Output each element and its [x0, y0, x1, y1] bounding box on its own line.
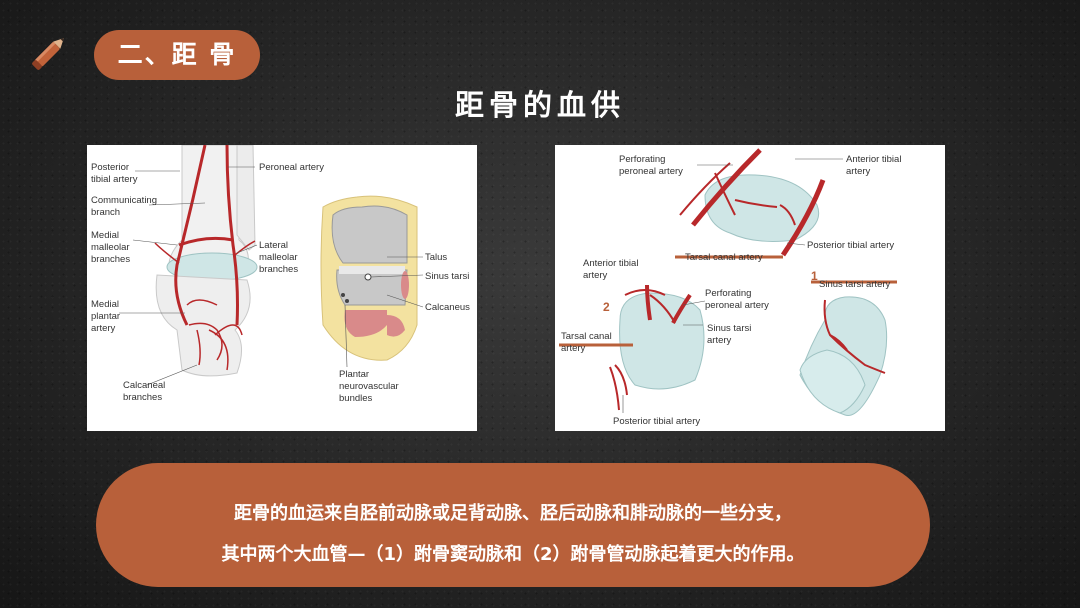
label-medial-plantar: Medial [91, 299, 119, 310]
label-posterior-tibial-bottom: Posterior tibial artery [613, 416, 700, 427]
svg-text:artery: artery [707, 335, 732, 346]
section-badge: 二、距 骨 [94, 30, 260, 80]
label-sinus-tarsi-mid: Sinus tarsi [707, 323, 751, 334]
page-title: 距骨的血供 [0, 82, 1080, 124]
svg-text:plantar: plantar [91, 311, 120, 322]
svg-text:tibial artery: tibial artery [91, 174, 138, 185]
description-line-2: 其中两个大血管—（1）跗骨窦动脉和（2）跗骨管动脉起着更大的作用。 [96, 540, 930, 566]
label-posterior-tibial-top: Posterior tibial artery [807, 240, 894, 251]
svg-text:branches: branches [259, 264, 298, 275]
description-box: 距骨的血运来自胫前动脉或足背动脉、胫后动脉和腓动脉的一些分支， 其中两个大血管—… [96, 463, 930, 587]
svg-text:peroneal artery: peroneal artery [619, 166, 683, 177]
label-talus: Talus [425, 252, 447, 263]
label-tarsal-canal-artery-top: Tarsal canal artery [685, 252, 763, 263]
label-sinus-tarsi-artery: Sinus tarsi artery [819, 279, 891, 290]
label-perforating-peroneal-mid: Perforating [705, 288, 751, 299]
svg-text:peroneal artery: peroneal artery [705, 300, 769, 311]
label-anterior-tibial-top: Anterior tibial [846, 154, 901, 165]
label-calcaneal: Calcaneal [123, 380, 165, 391]
label-lateral-malleolar: Lateral [259, 240, 288, 251]
label-calcaneus: Calcaneus [425, 302, 470, 313]
label-medial-malleolar: Medial [91, 230, 119, 241]
label-sinus-tarsi: Sinus tarsi [425, 271, 469, 282]
svg-text:branches: branches [123, 392, 162, 403]
svg-text:malleolar: malleolar [91, 242, 130, 253]
svg-text:malleolar: malleolar [259, 252, 298, 263]
label-perforating-peroneal-top: Perforating [619, 154, 665, 165]
svg-text:branch: branch [91, 207, 120, 218]
svg-text:bundles: bundles [339, 393, 373, 404]
label-anterior-tibial-mid: Anterior tibial [583, 258, 638, 269]
svg-text:neurovascular: neurovascular [339, 381, 399, 392]
label-posterior-tibial: Posterior [91, 162, 129, 173]
label-plantar: Plantar [339, 369, 369, 380]
svg-text:branches: branches [91, 254, 130, 265]
marker-2: 2 [603, 300, 610, 314]
svg-text:artery: artery [846, 166, 871, 177]
marker-1: 1 [811, 269, 818, 283]
ankle-blood-supply-illustration: Posterior tibial artery Peroneal artery … [87, 145, 477, 431]
description-line-1: 距骨的血运来自胫前动脉或足背动脉、胫后动脉和腓动脉的一些分支， [96, 499, 930, 525]
pencil-icon [26, 30, 72, 76]
svg-text:artery: artery [91, 323, 116, 334]
svg-text:artery: artery [583, 270, 608, 281]
label-communicating: Communicating [91, 195, 157, 206]
label-tarsal-canal: Tarsal canal [561, 331, 612, 342]
svg-text:artery: artery [561, 343, 586, 354]
label-peroneal: Peroneal artery [259, 162, 324, 173]
talus-artery-illustration: Perforating peroneal artery Anterior tib… [555, 145, 945, 431]
